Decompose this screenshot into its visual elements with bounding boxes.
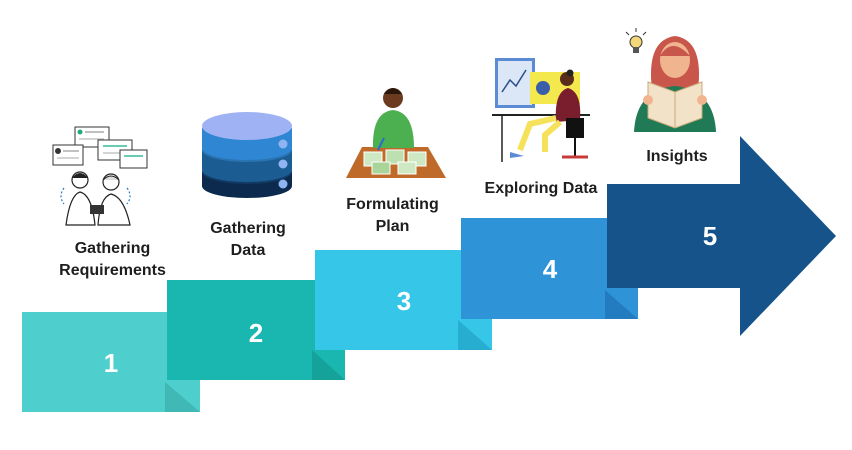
step-5-number: 5 bbox=[703, 221, 717, 251]
step-1-label: Gathering Requirements bbox=[59, 240, 166, 279]
step-3-number: 3 bbox=[397, 286, 411, 316]
planning-table-icon bbox=[346, 88, 446, 178]
step-2-number: 2 bbox=[249, 318, 263, 348]
step-4-label: Exploring Data bbox=[484, 180, 598, 197]
step-3-label: Formulating Plan bbox=[346, 196, 439, 235]
reading-insight-icon bbox=[625, 28, 716, 132]
step-2-fold bbox=[312, 350, 345, 380]
analyst-computer-icon bbox=[492, 58, 590, 162]
step-2-label: Gathering Data bbox=[210, 220, 286, 259]
step-4-fold bbox=[605, 290, 638, 319]
step-1-number: 1 bbox=[104, 348, 118, 378]
step-4-number: 4 bbox=[543, 254, 558, 284]
step-5-arrow-shape bbox=[607, 136, 836, 336]
database-icon bbox=[202, 112, 292, 198]
step-5-arrow: 5 bbox=[607, 136, 836, 336]
step-1-fold bbox=[165, 382, 200, 412]
people-discussion-icon bbox=[52, 126, 148, 226]
step-5-label: Insights bbox=[646, 148, 708, 165]
step-3-fold bbox=[458, 320, 492, 350]
